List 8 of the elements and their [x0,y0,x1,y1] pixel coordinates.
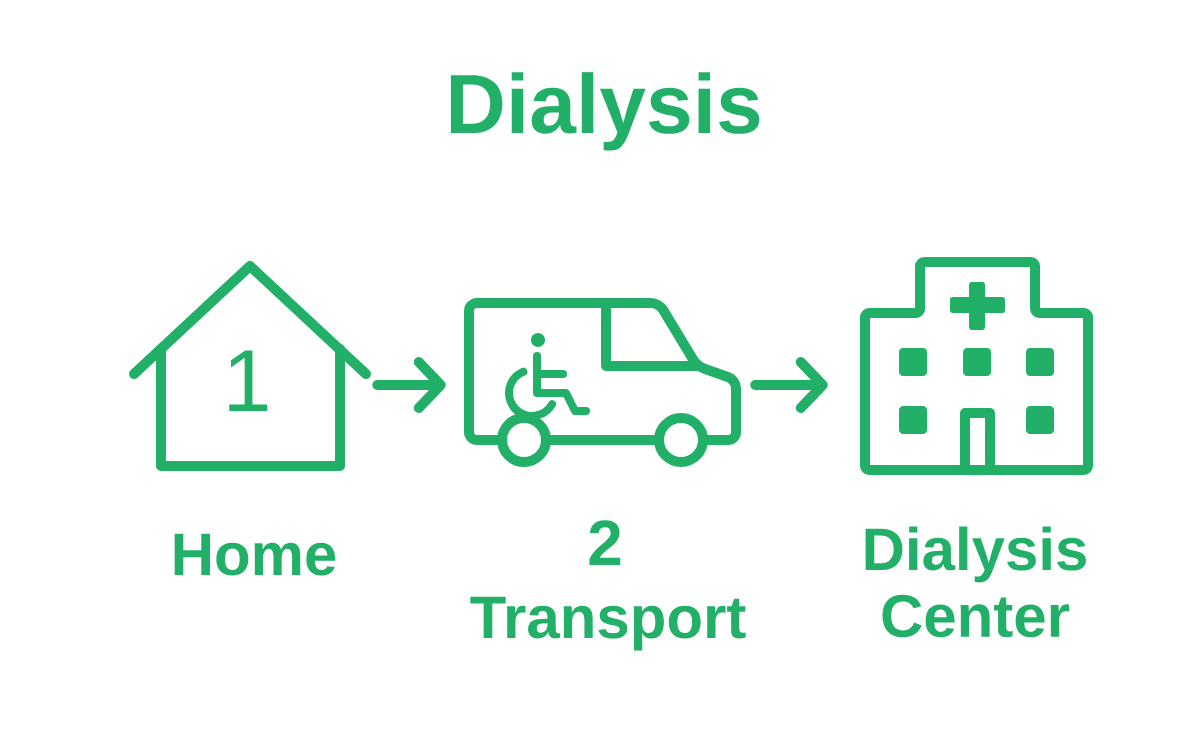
step-label: Transport [470,596,746,651]
hospital-icon [860,257,1093,475]
step-number: 2 [589,520,621,565]
step-label: Home [174,533,336,576]
title: Dialysis [450,72,760,151]
step-label: Dialysis Center [865,526,1086,638]
step-number: 1 [229,350,268,411]
van-icon [464,298,741,467]
